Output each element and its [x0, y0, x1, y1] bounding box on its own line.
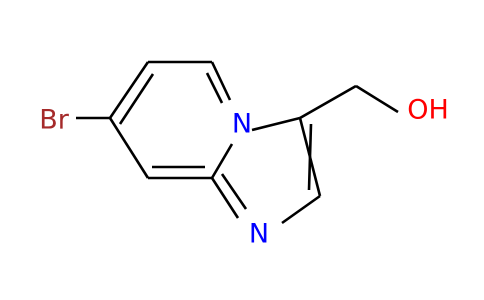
- bond-c7-c6-double: [118, 73, 155, 125]
- bond-c5-n4-double: [205, 72, 224, 104]
- bond-n1-c8a: [210, 177, 240, 219]
- bond-ch2-oh: [355, 84, 399, 114]
- bromine-label: Br: [39, 105, 70, 136]
- atom-labels: Br N N OH: [39, 95, 449, 250]
- bond-c3-ch2: [299, 84, 357, 120]
- bond-n4-c8a: [210, 143, 234, 179]
- pyridine-ring: [108, 60, 234, 180]
- substituent-bonds: [76, 84, 399, 120]
- imidazole-ring: [210, 116, 322, 225]
- bond-c8-c7: [108, 117, 150, 179]
- bond-n4-c3: [251, 116, 301, 132]
- hydroxyl-label: OH: [407, 95, 449, 126]
- bond-c7-c6: [108, 61, 150, 119]
- bridge-nitrogen-label: N: [232, 109, 252, 140]
- bond-c5-n4: [210, 61, 232, 101]
- bond-c2-n1: [281, 194, 321, 225]
- bond-n1-c8a-double: [220, 173, 248, 210]
- imidazole-nitrogen-label: N: [249, 219, 269, 250]
- bond-c3-c2-double: [307, 123, 313, 191]
